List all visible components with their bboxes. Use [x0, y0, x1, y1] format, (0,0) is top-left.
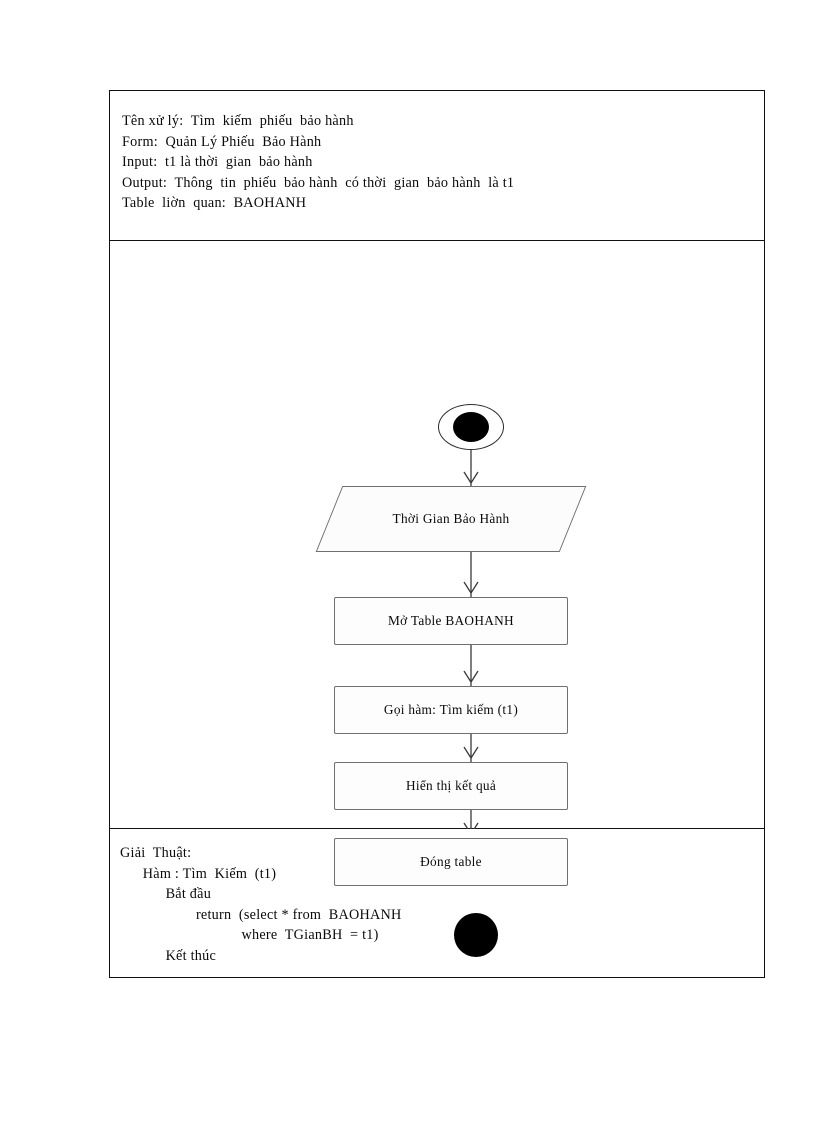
flow-node-label: Gọi hàm: Tìm kiếm (t1): [383, 702, 519, 717]
process-spec-table: Tên xử lý: Tìm kiếm phiếu bảo hành Form:…: [109, 90, 765, 978]
spec-line-table: Table liờn quan: BAOHANH: [122, 195, 307, 211]
algo-line-ketthuc: Kết thúc: [120, 947, 217, 964]
flow-node-mo-table-baohanh[interactable]: Mở Table BAOHANH: [334, 597, 568, 645]
algo-line-return: return (select * from BAOHANH: [120, 906, 402, 923]
flow-node-goi-ham-tim-kiem[interactable]: Gọi hàm: Tìm kiếm (t1): [334, 686, 568, 734]
spec-line-output: Output: Thông tin phiếu bảo hành có thời…: [122, 174, 515, 191]
algorithm-section: Giải Thuật: Hàm : Tìm Kiếm (t1) Bắt đầu …: [110, 829, 764, 976]
start-node-disc-icon: [453, 412, 489, 442]
flowchart-section: Thời Gian Bảo Hành Mở Table BAOHANH Gọi …: [110, 241, 764, 957]
algo-line-batdau: Bắt đầu: [120, 886, 212, 902]
flow-node-label: Đóng table: [420, 854, 482, 869]
start-node[interactable]: [438, 404, 504, 450]
flow-node-input-thoi-gian-bao-hanh[interactable]: Thời Gian Bảo Hành: [315, 486, 587, 552]
spec-line-list: Tên xử lý: Tìm kiếm phiếu bảo hành Form:…: [110, 91, 764, 214]
spec-line-ten-xu-ly: Tên xử lý: Tìm kiếm phiếu bảo hành: [122, 113, 354, 129]
spec-section: Tên xử lý: Tìm kiếm phiếu bảo hành Form:…: [110, 91, 764, 241]
algo-line-where: where TGianBH = t1): [120, 927, 379, 943]
flow-node-dong-table[interactable]: Đóng table: [334, 838, 568, 886]
algo-line-title: Giải Thuật:: [120, 845, 192, 861]
flow-node-label: Mở Table BAOHANH: [388, 613, 514, 628]
flowchart-canvas: Thời Gian Bảo Hành Mở Table BAOHANH Gọi …: [110, 241, 764, 957]
spec-line-form: Form: Quản Lý Phiếu Bảo Hành: [122, 133, 322, 150]
algo-line-ham: Hàm : Tìm Kiếm (t1): [120, 865, 277, 882]
spec-line-input: Input: t1 là thời gian bảo hành: [122, 154, 313, 170]
flow-node-hien-thi-ket-qua[interactable]: Hiển thị kết quả: [334, 762, 568, 810]
flow-node-label: Hiển thị kết quả: [405, 778, 497, 793]
end-node[interactable]: [454, 913, 498, 957]
algorithm-line-list: Giải Thuật: Hàm : Tìm Kiếm (t1) Bắt đầu …: [110, 829, 764, 966]
flow-node-label: Thời Gian Bảo Hành: [392, 511, 510, 526]
